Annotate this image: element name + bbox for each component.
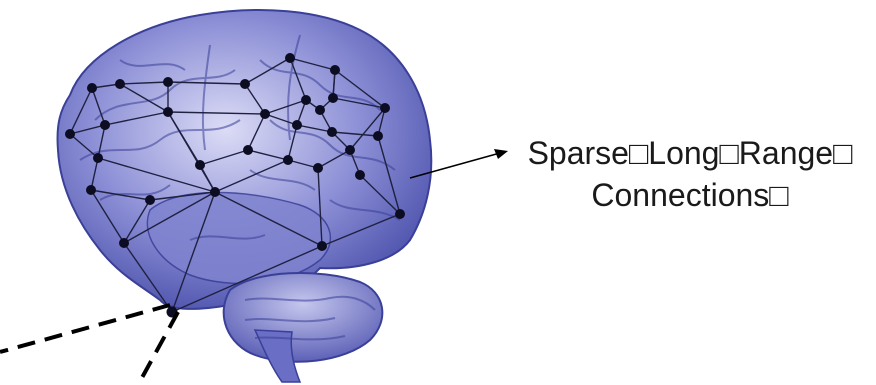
callout-line-1: Sparse□Long□Range□ — [510, 132, 870, 174]
network-node — [317, 241, 327, 251]
callout-line-2: Connections□ — [510, 174, 870, 216]
network-node — [65, 129, 75, 139]
network-node — [330, 65, 340, 75]
network-node — [115, 79, 125, 89]
network-node — [87, 83, 97, 93]
network-node — [100, 120, 110, 130]
network-node — [283, 155, 293, 165]
network-node — [395, 209, 405, 219]
network-node — [195, 160, 205, 170]
callout-label: Sparse□Long□Range□ Connections□ — [510, 132, 870, 216]
dashed-link-down — [138, 312, 178, 385]
network-node — [240, 79, 250, 89]
network-node — [285, 53, 295, 63]
network-node — [260, 109, 270, 119]
network-node — [145, 195, 155, 205]
network-node — [292, 120, 302, 130]
network-node — [243, 145, 253, 155]
network-node — [373, 131, 383, 141]
network-node — [328, 93, 338, 103]
network-node — [163, 77, 173, 87]
brain-illustration — [58, 10, 432, 382]
network-node — [210, 187, 220, 197]
network-node — [327, 127, 337, 137]
cerebellum-shape — [224, 273, 383, 362]
arrow-head — [494, 149, 508, 159]
dashed-link-left — [0, 305, 170, 352]
dashed-external-links — [0, 305, 178, 385]
network-node — [345, 145, 355, 155]
network-node — [163, 107, 173, 117]
network-node — [315, 105, 325, 115]
network-node — [86, 185, 96, 195]
network-node — [301, 95, 311, 105]
network-node — [119, 238, 129, 248]
network-node — [355, 170, 365, 180]
network-node — [93, 153, 103, 163]
network-node — [380, 103, 390, 113]
network-node — [313, 163, 323, 173]
